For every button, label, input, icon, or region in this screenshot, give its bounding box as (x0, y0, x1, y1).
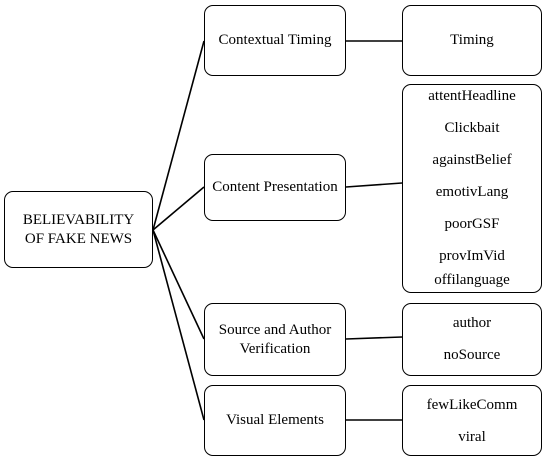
root-label: BELIEVABILITY OF FAKE NEWS (23, 211, 134, 249)
item-offilanguage: offilanguage (434, 272, 510, 288)
item-prov-im-vid: provImVid (439, 248, 505, 264)
category-contextual-timing: Contextual Timing (204, 5, 346, 76)
category-visual-elements-label: Visual Elements (226, 412, 324, 428)
items-source-author-verification: author noSource (402, 303, 542, 376)
items-contextual-timing: Timing (402, 5, 542, 76)
connector-root-to-visual-elements (152, 229, 205, 421)
connector-root-to-source-verification (152, 229, 205, 340)
category-source-author-verification: Source and Author Verification (204, 303, 346, 376)
root-label-line1: BELIEVABILITY (22, 211, 135, 228)
connector-root-to-content-presentation (152, 186, 205, 231)
category-content-presentation-label: Content Presentation (212, 179, 338, 195)
item-emotiv-lang: emotivLang (435, 184, 509, 200)
root-node: BELIEVABILITY OF FAKE NEWS (4, 191, 153, 268)
category-source-label-line1: Source and Author (218, 321, 332, 338)
connector-root-to-contextual-timing (152, 40, 205, 231)
item-viral: viral (458, 429, 486, 445)
category-visual-elements: Visual Elements (204, 385, 346, 456)
item-poor-gsf: poorGSF (444, 216, 500, 232)
connector-content-presentation-to-items (345, 182, 403, 188)
connector-source-verification-to-items (345, 336, 403, 340)
item-attent-headline: attentHeadline (428, 88, 516, 104)
item-clickbait: Clickbait (444, 120, 500, 136)
category-contextual-timing-label: Contextual Timing (218, 32, 332, 48)
item-against-belief: againstBelief (432, 152, 512, 168)
item-few-like-comm: fewLikeComm (426, 397, 518, 413)
item-no-source: noSource (443, 347, 501, 363)
item-timing: Timing (450, 32, 494, 48)
items-content-presentation: attentHeadline Clickbait againstBelief e… (402, 84, 542, 293)
item-author: author (452, 315, 492, 331)
category-source-author-verification-label: Source and Author Verification (219, 321, 331, 359)
category-source-label-line2: Verification (239, 340, 311, 357)
category-content-presentation: Content Presentation (204, 154, 346, 221)
items-visual-elements: fewLikeComm viral (402, 385, 542, 456)
root-label-line2: OF FAKE NEWS (24, 230, 133, 247)
